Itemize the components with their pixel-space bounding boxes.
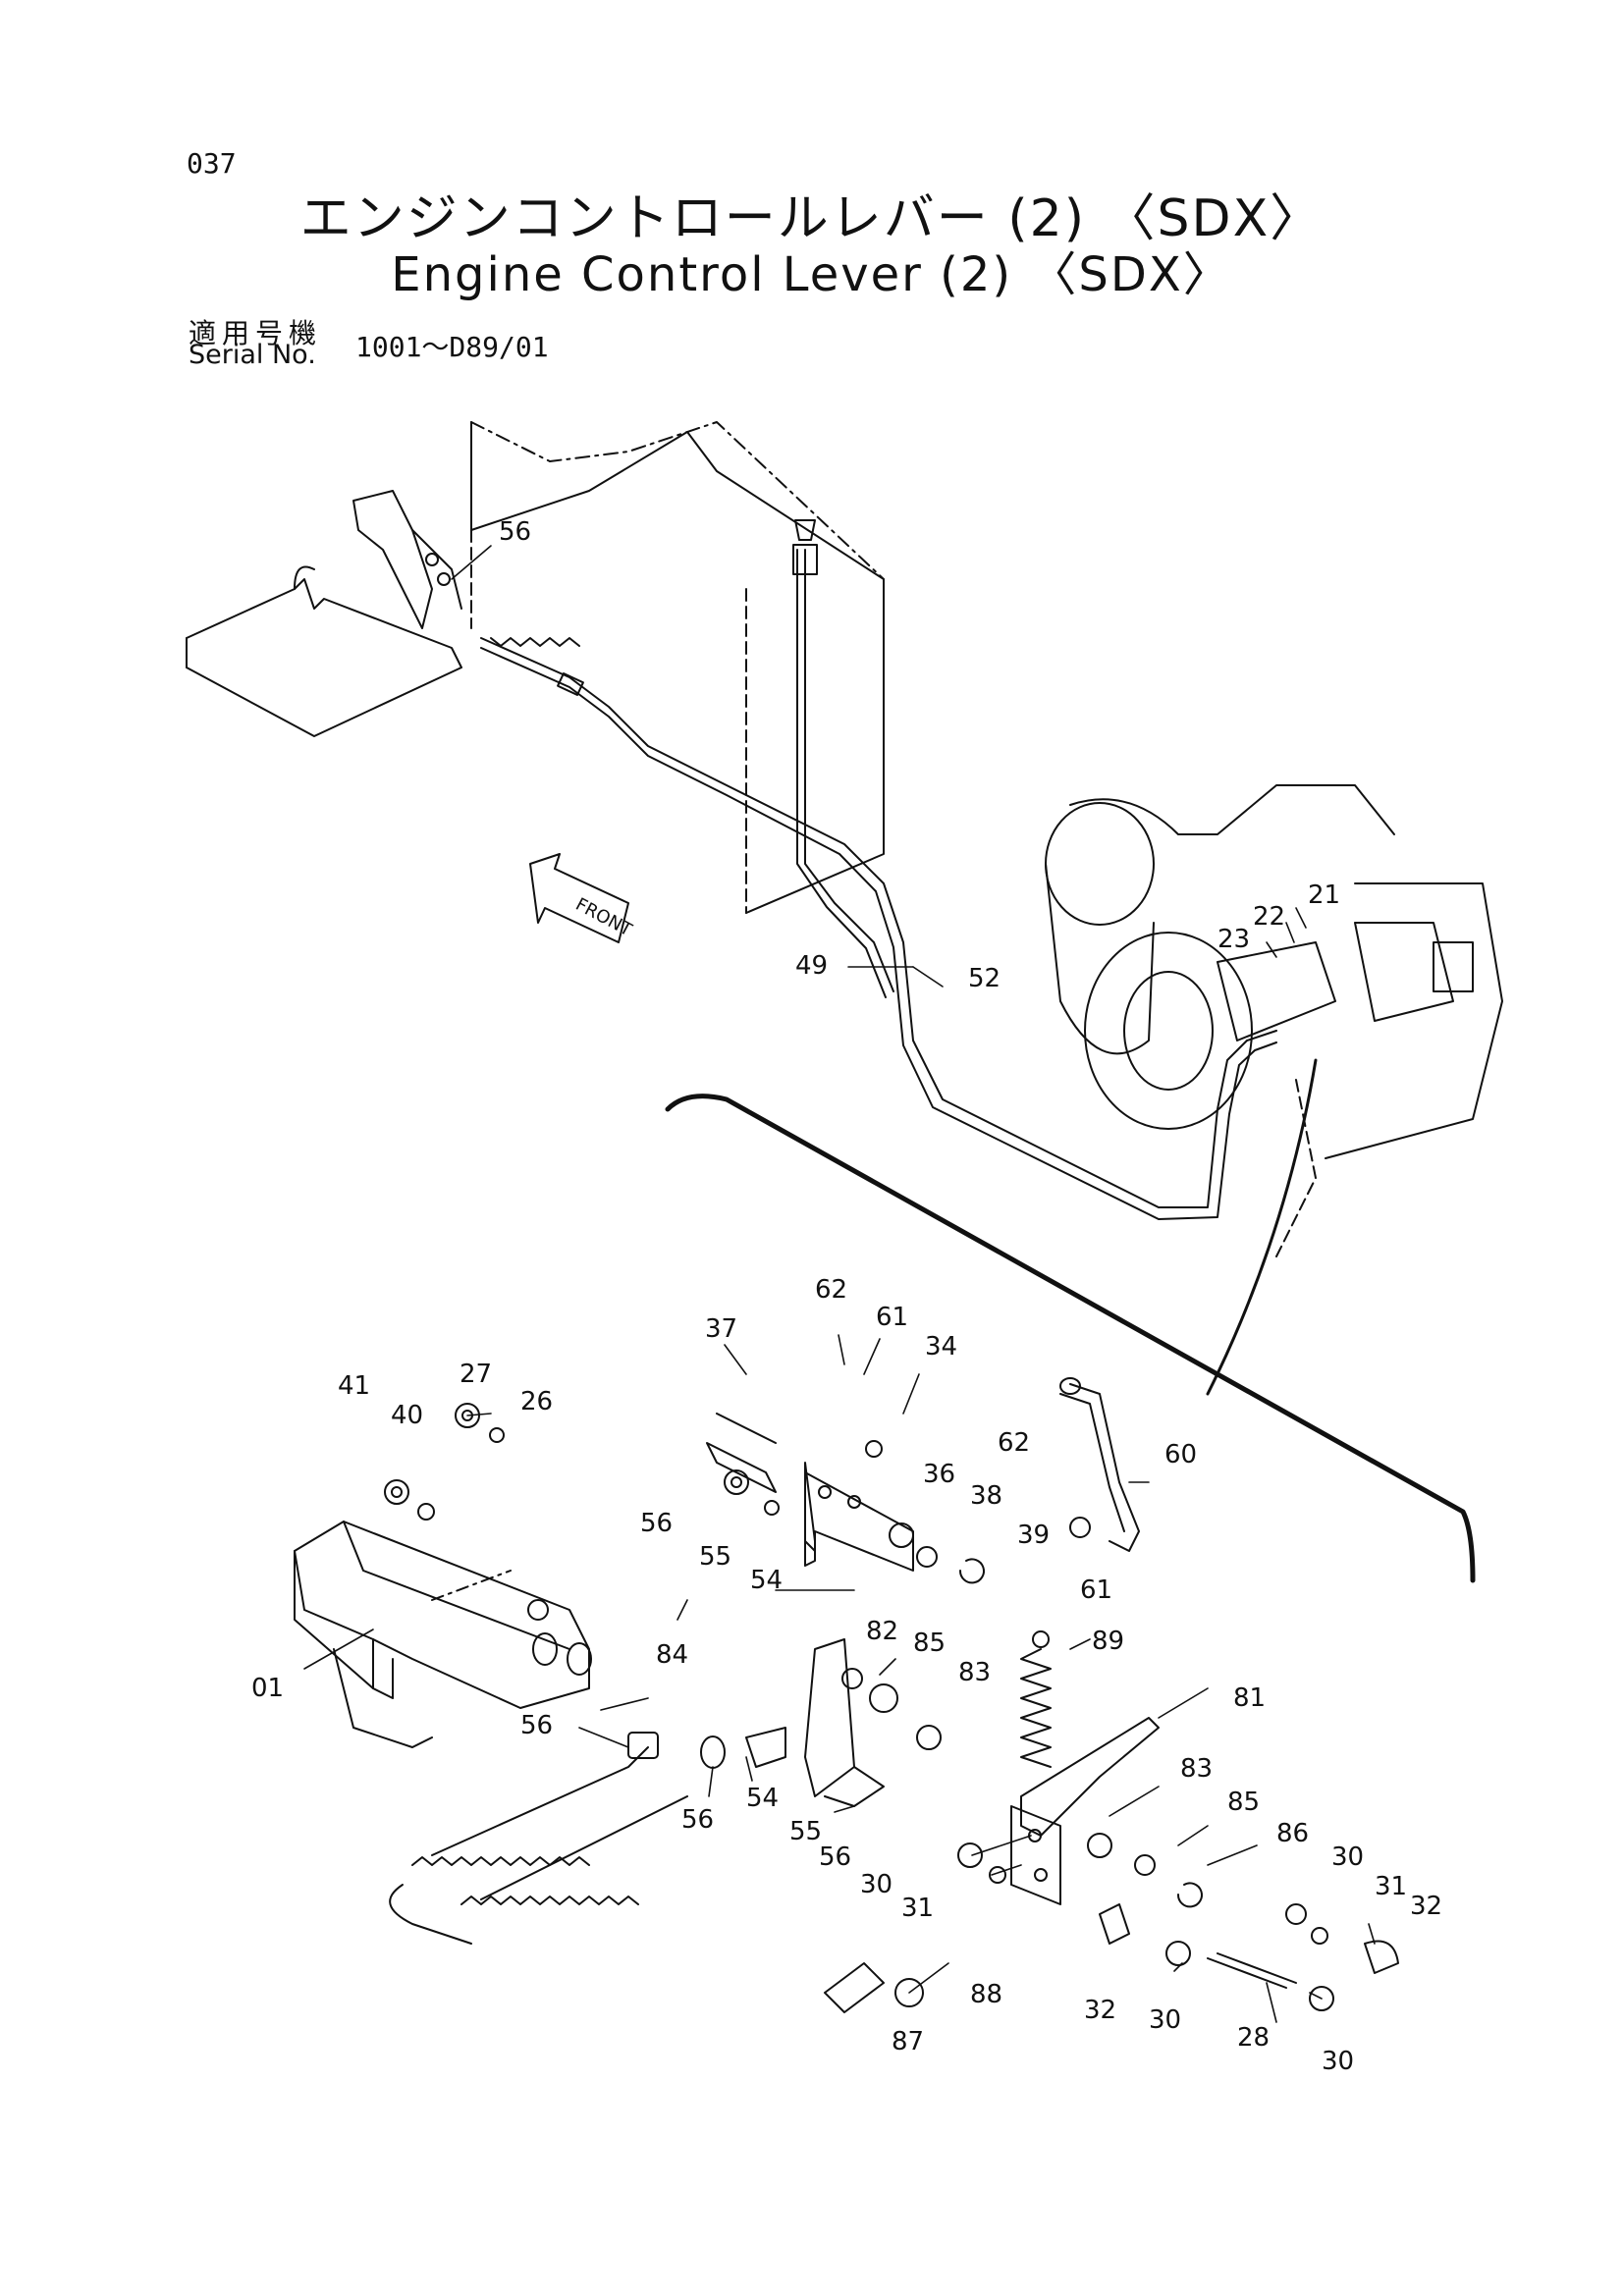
callout-54: 54	[750, 1566, 783, 1595]
callout-81: 81	[1233, 1683, 1266, 1713]
callout-54: 54	[746, 1784, 779, 1813]
callout-87: 87	[892, 2027, 924, 2056]
callout-56: 56	[520, 1711, 553, 1740]
callout-21: 21	[1308, 881, 1340, 910]
lever-81	[1010, 1717, 1160, 1905]
callout-23: 23	[1217, 925, 1250, 954]
callout-41: 41	[338, 1371, 370, 1401]
callout-56: 56	[499, 517, 531, 547]
callout-39: 39	[1017, 1521, 1050, 1550]
callout-52: 52	[968, 964, 1001, 993]
callout-56: 56	[819, 1842, 851, 1872]
callout-49: 49	[795, 951, 828, 981]
callout-40: 40	[391, 1401, 423, 1430]
callout-38: 38	[970, 1481, 1002, 1511]
rod-60	[1059, 1377, 1140, 1552]
hardware-small	[384, 1403, 1091, 1584]
callout-27: 27	[460, 1360, 492, 1389]
callout-26: 26	[520, 1387, 553, 1416]
callout-36: 36	[923, 1460, 955, 1489]
engine-outline	[1045, 784, 1503, 1257]
spring-89	[1020, 1630, 1052, 1768]
callout-86: 86	[1276, 1819, 1309, 1848]
callout-32: 32	[1084, 1996, 1116, 2025]
callout-83: 83	[1180, 1754, 1213, 1784]
serial-value: 1001～D89/01	[355, 331, 549, 363]
callout-34: 34	[925, 1332, 957, 1362]
control-cables-upper	[480, 519, 1277, 1220]
callout-31: 31	[1375, 1872, 1407, 1901]
callout-89: 89	[1092, 1627, 1124, 1656]
callout-01: 01	[251, 1674, 284, 1703]
callout-82: 82	[866, 1617, 898, 1646]
callout-85: 85	[913, 1629, 946, 1658]
callout-28: 28	[1237, 2023, 1270, 2053]
callout-55: 55	[789, 1817, 822, 1846]
callout-61: 61	[876, 1303, 908, 1332]
callout-55: 55	[699, 1542, 731, 1572]
detail-boundary	[665, 1058, 1476, 1583]
callout-labels: 56 49 52 21 22 23 62 61 34 37 41 40 27 2…	[251, 517, 1442, 2076]
control-cables-lower	[389, 1727, 786, 1945]
callout-31: 31	[901, 1894, 934, 1923]
callout-22: 22	[1253, 902, 1285, 932]
serial-label-japanese: 適用号機	[189, 317, 323, 349]
callout-30: 30	[1149, 2005, 1181, 2035]
bracket-01	[294, 1521, 592, 1748]
callout-88: 88	[970, 1980, 1002, 2009]
hardware-bottom	[824, 1833, 1399, 2013]
callout-30: 30	[860, 1870, 893, 1899]
bracket-82	[804, 1638, 942, 1807]
title-japanese: エンジンコントロールレバー (2) 〈SDX〉	[299, 189, 1324, 248]
callout-60: 60	[1164, 1440, 1197, 1469]
callout-30: 30	[1331, 1842, 1364, 1872]
front-arrow: FRONT	[529, 853, 636, 943]
callout-83: 83	[958, 1658, 991, 1687]
leader-lines	[303, 545, 1376, 2023]
callout-56: 56	[640, 1509, 673, 1538]
callout-62: 62	[815, 1275, 847, 1305]
title-english: Engine Control Lever (2) 〈SDX〉	[391, 247, 1232, 302]
callout-61: 61	[1080, 1575, 1112, 1605]
page-number: 037	[187, 147, 237, 180]
callout-85: 85	[1227, 1788, 1260, 1817]
fuel-tank-outline	[470, 421, 885, 914]
callout-84: 84	[656, 1640, 688, 1670]
plate-34	[706, 1413, 914, 1572]
callout-30: 30	[1322, 2047, 1354, 2076]
pedal-platform	[186, 490, 462, 737]
serial-label-english: Serial No.	[189, 340, 316, 370]
callout-37: 37	[705, 1314, 737, 1344]
callout-56: 56	[681, 1805, 714, 1835]
callout-32: 32	[1410, 1892, 1442, 1921]
callout-62: 62	[998, 1428, 1030, 1458]
